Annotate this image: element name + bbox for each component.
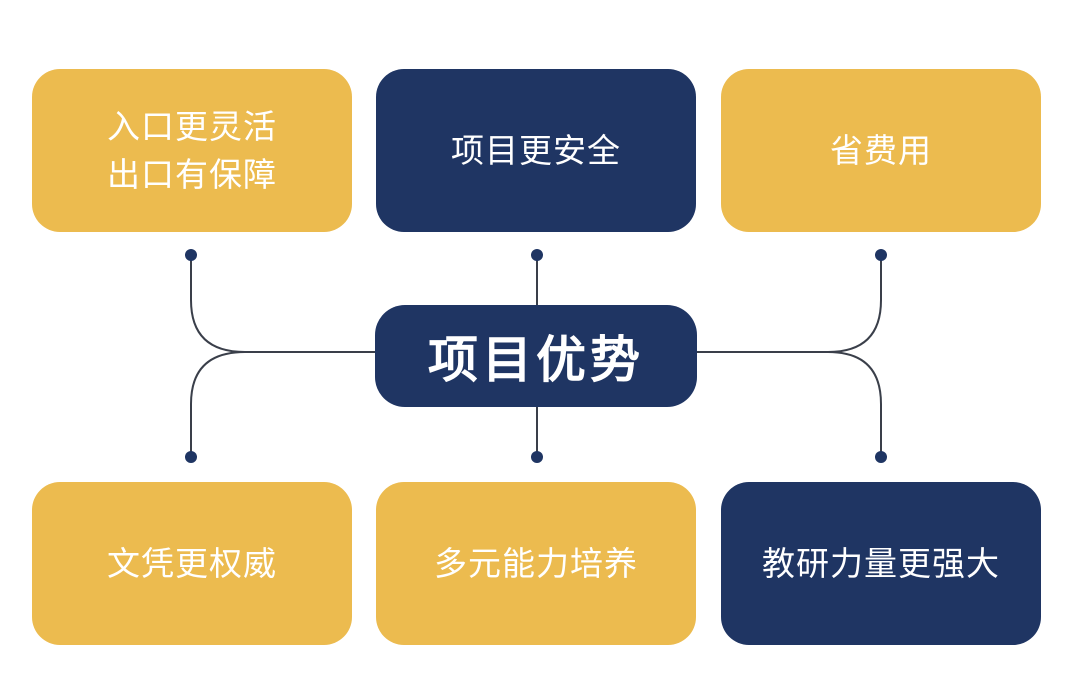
connector-dot xyxy=(185,451,197,463)
connector-dot xyxy=(531,249,543,261)
connector-dot xyxy=(875,249,887,261)
advantage-label: 入口更灵活 出口有保障 xyxy=(107,106,277,194)
advantage-label: 教研力量更强大 xyxy=(762,543,1000,583)
center-title-box: 项目优势 xyxy=(375,305,697,407)
advantage-label: 文凭更权威 xyxy=(107,543,277,583)
connector-right-bottom xyxy=(827,351,882,457)
connector-dot xyxy=(875,451,887,463)
advantage-label: 省费用 xyxy=(830,130,932,170)
center-title: 项目优势 xyxy=(428,331,644,389)
connector-dot xyxy=(531,451,543,463)
advantage-box-strong-faculty: 教研力量更强大 xyxy=(721,482,1041,645)
connector-left-bottom xyxy=(190,351,246,457)
advantage-box-multi-skill: 多元能力培养 xyxy=(376,482,696,645)
advantage-box-project-safety: 项目更安全 xyxy=(376,69,696,232)
advantage-box-flexible-entry: 入口更灵活 出口有保障 xyxy=(32,69,352,232)
connector-dot xyxy=(185,249,197,261)
connector-right-top xyxy=(697,255,882,353)
connector-left-top xyxy=(190,255,376,353)
advantage-box-save-cost: 省费用 xyxy=(721,69,1041,232)
advantage-box-authoritative-diploma: 文凭更权威 xyxy=(32,482,352,645)
advantage-label: 多元能力培养 xyxy=(434,543,638,583)
advantage-label: 项目更安全 xyxy=(451,130,621,170)
